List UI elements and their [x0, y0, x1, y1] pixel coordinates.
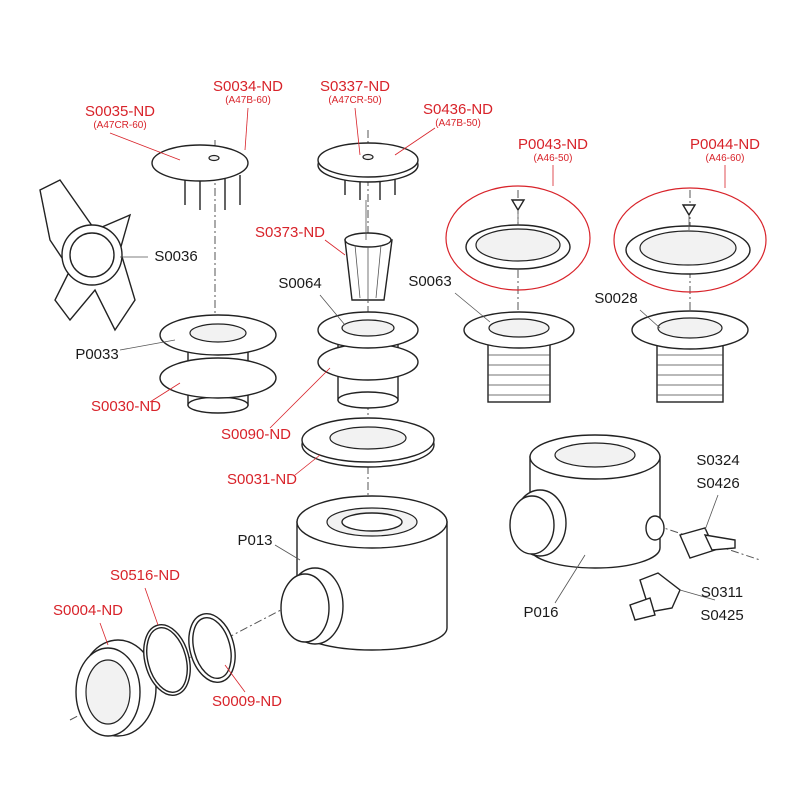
part-subcode: (A46-60): [705, 153, 745, 164]
label-s0031: S0031-ND: [226, 471, 298, 488]
part-s0036-bracket: [39, 179, 136, 332]
leader-lines: [99, 107, 726, 693]
part-p013-trap-body: [280, 495, 448, 651]
label-p0043: P0043-ND(A46-50): [517, 136, 589, 165]
part-s0311-elbow: [629, 572, 681, 621]
label-s0009: S0009-ND: [211, 693, 283, 710]
part-s0373-cage: [344, 200, 393, 301]
part-subcode: (A47B-60): [225, 95, 271, 106]
part-s0031-washer: [301, 417, 435, 468]
part-p0033-flange: [159, 314, 277, 414]
part-subcode: (A47CR-60): [93, 120, 147, 131]
label-s0324: S0324: [696, 452, 740, 469]
label-s0036: S0036: [154, 248, 198, 265]
label-p0033: P0033: [75, 346, 119, 363]
label-s0004: S0004-ND: [52, 602, 124, 619]
label-p016: P016: [523, 604, 559, 621]
part-s0064-flange: [317, 311, 419, 409]
label-s0436: S0436-ND(A47B-50): [422, 101, 494, 130]
part-s0004-nut: [75, 639, 157, 737]
label-s0028: S0028: [594, 290, 638, 307]
label-s0063: S0063: [408, 273, 452, 290]
part-subcode: (A47B-50): [435, 118, 481, 129]
label-s0516: S0516-ND: [109, 567, 181, 584]
part-code: P0044-ND: [689, 136, 761, 153]
part-p016-trap-body: [509, 434, 665, 569]
label-s0426: S0426: [696, 475, 740, 492]
part-p0044-grate: [613, 187, 767, 293]
part-s0337-cover: [317, 142, 419, 200]
label-s0030: S0030-ND: [90, 398, 162, 415]
label-s0373: S0373-ND: [254, 224, 326, 241]
part-s0063-strainer-body: [463, 311, 575, 403]
part-code: S0337-ND: [319, 78, 391, 95]
part-s0009-ring: [188, 613, 236, 683]
part-s0028-strainer-body: [631, 310, 749, 403]
label-p0044: P0044-ND(A46-60): [689, 136, 761, 165]
part-subcode: (A46-50): [533, 153, 573, 164]
part-subcode: (A47CR-50): [328, 95, 382, 106]
label-s0425: S0425: [700, 607, 744, 624]
part-s0516-ring: [143, 624, 191, 696]
part-code: S0035-ND: [84, 103, 156, 120]
part-s0035-cover: [151, 144, 249, 210]
part-p0043-grate: [445, 185, 591, 291]
part-code: P0043-ND: [517, 136, 589, 153]
label-s0034: S0034-ND(A47B-60): [212, 78, 284, 107]
label-s0090: S0090-ND: [220, 426, 292, 443]
label-s0064: S0064: [278, 275, 322, 292]
label-s0337: S0337-ND(A47CR-50): [319, 78, 391, 107]
part-code: S0034-ND: [212, 78, 284, 95]
label-p013: P013: [237, 532, 273, 549]
label-s0311: S0311: [700, 584, 744, 601]
label-s0035: S0035-ND(A47CR-60): [84, 103, 156, 132]
part-s0324-fitting: [679, 527, 736, 559]
part-code: S0436-ND: [422, 101, 494, 118]
